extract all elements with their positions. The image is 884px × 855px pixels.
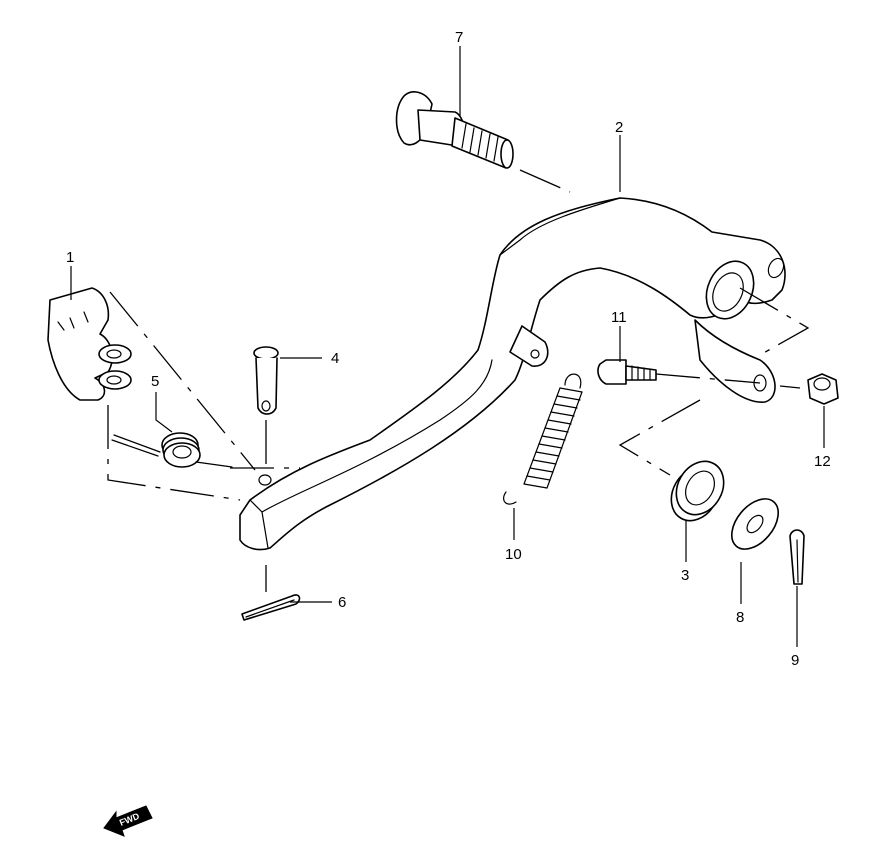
callout-8: 8 <box>736 609 744 626</box>
callout-labels: 1 2 3 4 5 6 7 8 9 10 11 12 <box>66 29 831 669</box>
callout-7: 7 <box>455 29 463 46</box>
part-10-extension-spring <box>503 373 583 505</box>
fwd-arrow-indicator: FWD <box>103 805 153 837</box>
callout-4: 4 <box>331 350 339 367</box>
assembly-lines <box>107 169 810 592</box>
part-1-step-cover <box>47 287 132 401</box>
fwd-arrow-icon <box>103 805 153 837</box>
leader-lines <box>70 46 825 647</box>
callout-5: 5 <box>151 373 159 390</box>
part-11-bolt <box>597 359 657 385</box>
callout-12: 12 <box>814 453 831 470</box>
callout-6: 6 <box>338 594 346 611</box>
callout-10: 10 <box>505 546 522 563</box>
callout-9: 9 <box>791 652 799 669</box>
part-3-bushing <box>670 460 725 522</box>
callout-11: 11 <box>611 309 627 326</box>
callout-2: 2 <box>615 119 623 136</box>
part-6-cotter-pin <box>241 594 301 621</box>
callout-1: 1 <box>66 249 74 266</box>
part-4-clevis-pin <box>253 346 279 415</box>
callout-3: 3 <box>681 567 689 584</box>
part-2-brake-pedal <box>239 197 786 551</box>
part-9-cotter-pin <box>789 529 805 585</box>
part-8-washer <box>731 498 779 550</box>
part-5-torsion-spring <box>111 432 233 468</box>
part-12-nut <box>807 373 839 405</box>
part-7-pivot-bolt <box>395 91 514 169</box>
